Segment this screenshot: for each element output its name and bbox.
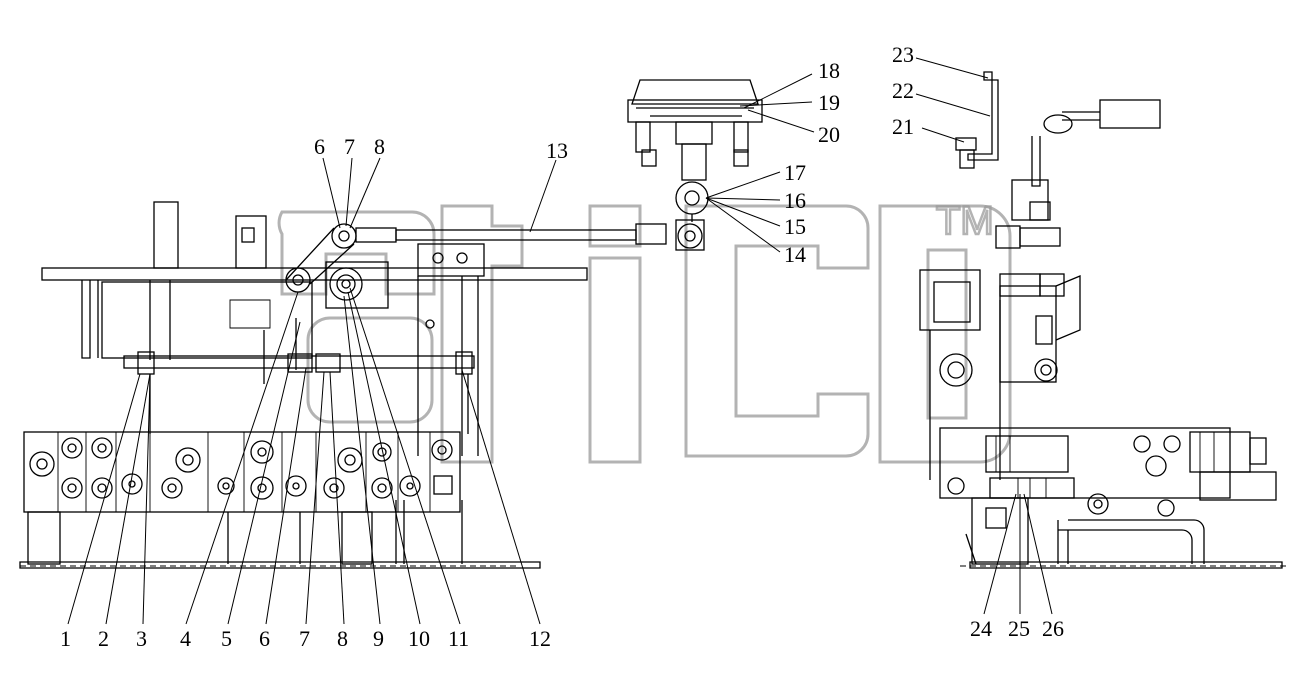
callout-3: 3	[136, 626, 147, 651]
callout-16: 16	[784, 188, 806, 213]
callout-11: 11	[448, 626, 469, 651]
callout-13: 13	[546, 138, 568, 163]
callout-17: 17	[784, 160, 806, 185]
callout-7-top: 7	[344, 134, 355, 159]
callout-6: 6	[259, 626, 270, 651]
callout-8-top: 8	[374, 134, 385, 159]
callout-12: 12	[529, 626, 551, 651]
callout-labels: 1 2 3 4 5 6 7 8 9 10 11 12 6 7 8 13 14 1…	[60, 42, 1064, 651]
leader-lines	[67, 57, 1053, 625]
callout-9: 9	[373, 626, 384, 651]
callout-21: 21	[892, 114, 914, 139]
callout-6-top: 6	[314, 134, 325, 159]
callout-24: 24	[970, 616, 992, 641]
callout-5: 5	[221, 626, 232, 651]
callout-2: 2	[98, 626, 109, 651]
top-detail-view	[627, 79, 763, 222]
callout-10: 10	[408, 626, 430, 651]
callout-20: 20	[818, 122, 840, 147]
callout-1: 1	[60, 626, 71, 651]
trademark-mark: TM	[936, 199, 994, 243]
front-view	[19, 201, 705, 569]
callout-25: 25	[1008, 616, 1030, 641]
watermark-logo: TM	[277, 198, 1012, 464]
callout-23: 23	[892, 42, 914, 67]
callout-19: 19	[818, 90, 840, 115]
callout-8: 8	[337, 626, 348, 651]
callout-18: 18	[818, 58, 840, 83]
callout-26: 26	[1042, 616, 1064, 641]
callout-14: 14	[784, 242, 806, 267]
callout-7: 7	[299, 626, 310, 651]
side-view	[919, 71, 1286, 569]
callout-22: 22	[892, 78, 914, 103]
callout-15: 15	[784, 214, 806, 239]
callout-4: 4	[180, 626, 191, 651]
